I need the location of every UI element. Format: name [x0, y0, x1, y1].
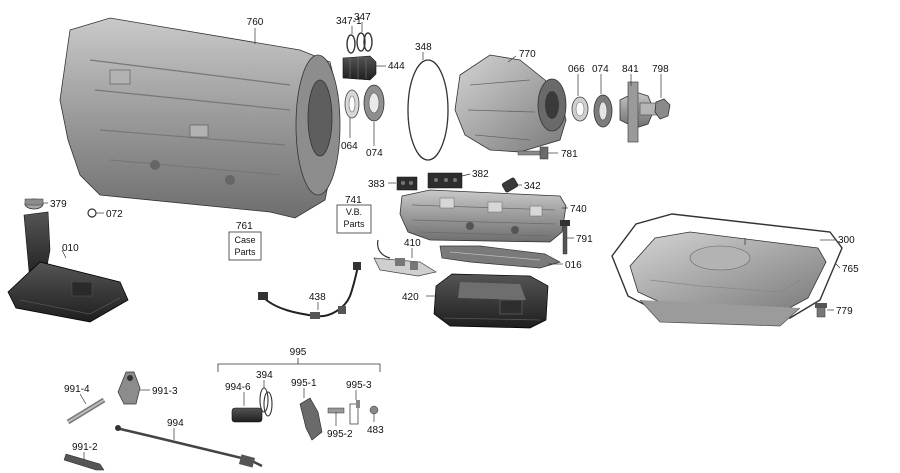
callout-379: 379: [50, 199, 67, 210]
callout-994-6: 994-6: [225, 382, 251, 393]
shift-rod-994: [115, 425, 263, 468]
callout-791: 791: [576, 234, 593, 245]
callout-347-1: 347-1: [336, 16, 362, 27]
callout-991-2: 991-2: [72, 442, 98, 453]
callout-995: 995: [290, 347, 307, 358]
part-994-6: [231, 407, 263, 423]
plug-483: [369, 405, 379, 415]
extension-housing-770: [454, 54, 567, 153]
callout-383: 383: [368, 179, 385, 190]
callout-444: 444: [388, 61, 405, 72]
callout-841: 841: [622, 64, 639, 75]
callout-995-2: 995-2: [327, 429, 353, 440]
callout-066: 066: [568, 64, 585, 75]
bushing-066: [571, 96, 589, 122]
callout-779: 779: [836, 306, 853, 317]
callout-994: 994: [167, 418, 184, 429]
vb-parts-line-1: V.B.: [346, 207, 362, 217]
callout-394: 394: [256, 370, 273, 381]
yoke-841: [619, 81, 659, 143]
callout-labels: 760 347-1 347 444 348 770 066 074 841 79…: [50, 12, 859, 453]
vb-parts-box: V.B. Parts: [336, 204, 372, 234]
o-ring-348: [407, 59, 449, 161]
callout-074-top: 074: [592, 64, 609, 75]
callout-074-left: 074: [366, 148, 383, 159]
wire-harness-438: [258, 262, 361, 319]
callout-342: 342: [524, 181, 541, 192]
callout-740: 740: [570, 204, 587, 215]
bracket-410: [373, 239, 437, 277]
callout-420: 420: [402, 292, 419, 303]
gasket-016: [439, 245, 561, 269]
callout-770: 770: [519, 49, 536, 60]
bushing-064: [344, 89, 360, 119]
drain-plug-779: [815, 303, 827, 318]
callout-016: 016: [565, 260, 582, 271]
seal-444: [342, 55, 377, 81]
callout-072: 072: [106, 209, 123, 220]
solenoid-383: [396, 176, 418, 191]
callout-991-4: 991-4: [64, 384, 90, 395]
seal-074-right: [593, 94, 613, 128]
part-995-1: [299, 397, 323, 441]
valve-body-740: [399, 189, 567, 243]
group-bracket-995: [217, 358, 381, 372]
callout-741: 741: [345, 195, 362, 206]
nut-798: [654, 98, 671, 120]
filter-010: [7, 211, 129, 323]
seal-074-left: [363, 84, 385, 122]
o-ring-347: [356, 32, 373, 52]
callout-995-1: 995-1: [291, 378, 317, 389]
solenoid-382: [427, 172, 463, 189]
callout-991-3: 991-3: [152, 386, 178, 397]
sensor-342: [501, 177, 519, 193]
callout-010: 010: [62, 243, 79, 254]
callout-064: 064: [341, 141, 358, 152]
callout-348: 348: [415, 42, 432, 53]
callout-483: 483: [367, 425, 384, 436]
part-995-3: [349, 400, 360, 425]
vb-parts-line-2: Parts: [343, 219, 365, 229]
callout-382: 382: [472, 169, 489, 180]
oil-pan-765: [611, 213, 843, 327]
callout-300: 300: [838, 235, 855, 246]
callout-781: 781: [561, 149, 578, 160]
link-991-2: [63, 453, 105, 471]
case-parts-box: Case Parts: [228, 231, 262, 261]
cap-379: [24, 198, 44, 210]
callout-798: 798: [652, 64, 669, 75]
callout-995-3: 995-3: [346, 380, 372, 391]
leader-lines: [43, 22, 841, 460]
bolt-791: [560, 220, 570, 255]
callout-410: 410: [404, 238, 421, 249]
o-ring-347-1: [346, 34, 356, 54]
callout-438: 438: [309, 292, 326, 303]
callout-760: 760: [247, 17, 264, 28]
pin-991-4: [66, 397, 106, 425]
callout-347: 347: [354, 12, 371, 23]
o-ring-072: [87, 208, 97, 218]
transmission-case-760: [59, 17, 341, 219]
control-module-420: [433, 273, 549, 329]
case-parts-line-2: Parts: [234, 247, 256, 257]
case-parts-line-1: Case: [234, 235, 255, 245]
lever-991-3: [117, 371, 141, 405]
callout-765: 765: [842, 264, 859, 275]
callout-761: 761: [236, 221, 253, 232]
